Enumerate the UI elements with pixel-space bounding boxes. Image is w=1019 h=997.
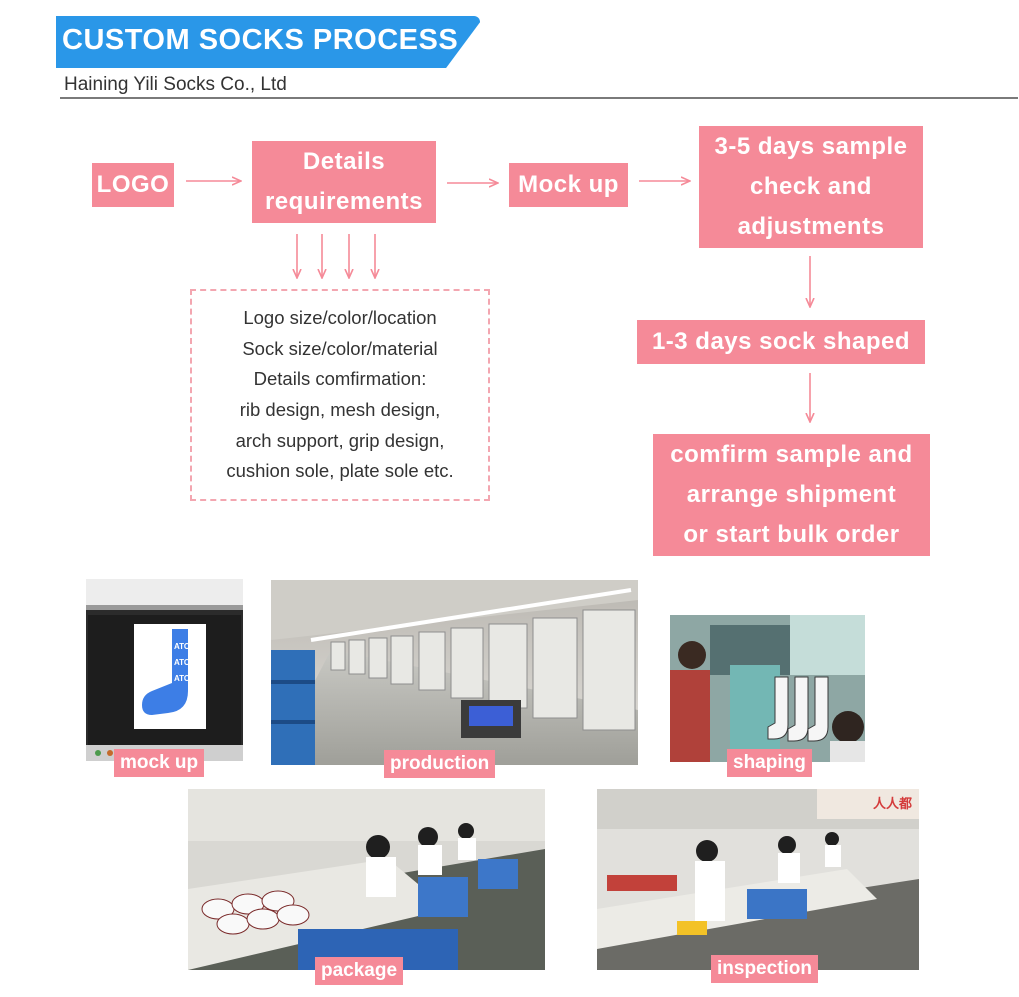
caption-shaping: shaping [727,749,812,777]
company-name: Haining Yili Socks Co., Ltd [64,74,287,95]
flow-step-mockup: Mock up [509,163,628,207]
details-requirements-list: Logo size/color/location Sock size/color… [190,289,490,501]
details-line: arch support, grip design, [235,429,445,451]
mockup-photo: ATO ATO ATO [86,579,243,761]
header-divider [60,97,1018,99]
flow-step-sample: 3-5 days sample check and adjustments [699,126,923,248]
caption-package: package [315,957,404,985]
packaging-line-image [188,789,545,970]
flow-step-confirm: comfirm sample and arrange shipment or s… [653,434,930,556]
package-photo [188,789,545,970]
caption-production: production [384,750,496,778]
shaping-workers-image [670,615,865,762]
shaping-photo [670,615,865,762]
details-line: Sock size/color/material [242,337,438,359]
flow-step-shaped: 1-3 days sock shaped [637,320,925,364]
caption-mockup: mock up [114,749,205,777]
sock-print-text: ATO ATO ATO [174,642,191,683]
caption-inspection: inspection [711,955,819,983]
inspection-photo: 人人都 [597,789,919,970]
header-banner [56,16,480,68]
production-floor-image [271,580,638,765]
details-line: rib design, mesh design, [239,399,441,420]
page-title: CUSTOM SOCKS PROCESS [62,24,459,56]
details-line: cushion sole, plate sole etc. [226,460,454,482]
inspection-line-image [597,789,919,970]
mockup-screen-image [86,579,243,761]
wall-sign-text: 人人都 [873,797,913,812]
production-photo [271,580,638,765]
flow-step-logo: LOGO [92,163,174,207]
details-line: Details comfirmation: [253,368,427,390]
details-line: Logo size/color/location [243,307,437,329]
flow-step-details: Details requirements [252,141,436,223]
